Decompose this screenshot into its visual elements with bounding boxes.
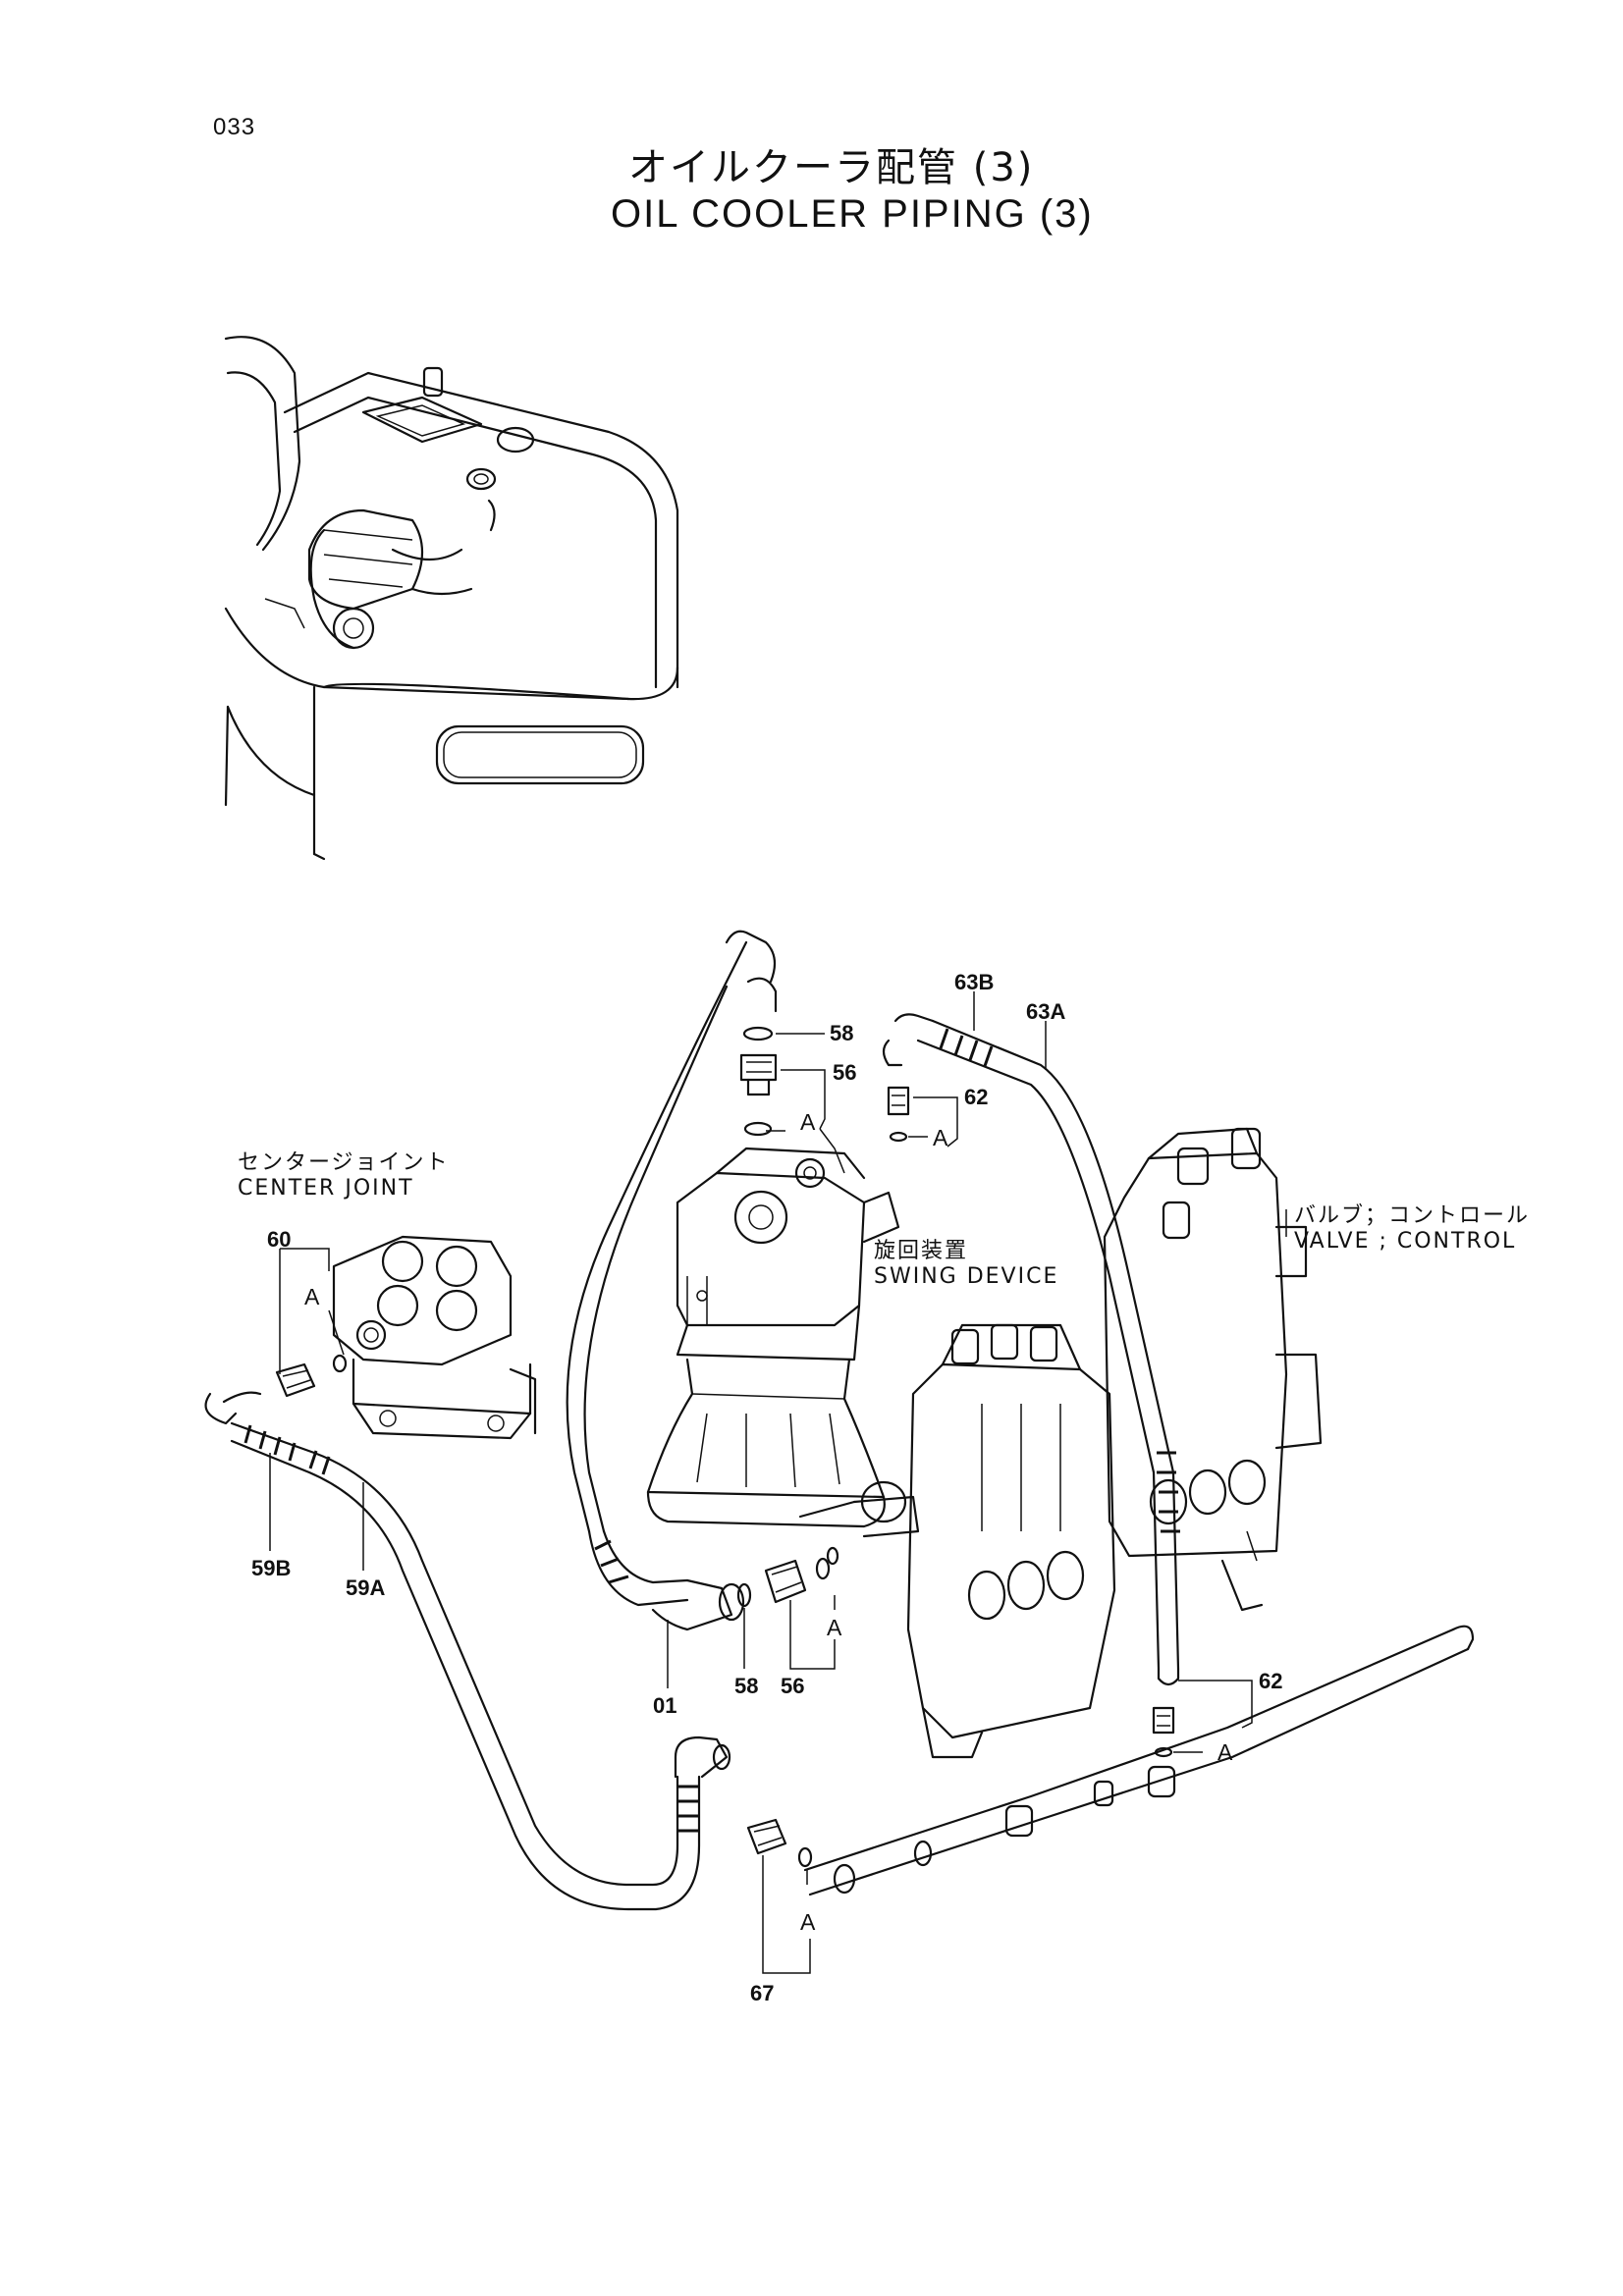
marker-a-67: A xyxy=(800,1909,816,1935)
callout-58-top: 58 xyxy=(830,1021,854,1045)
swing-device-label-jp: 旋回装置 xyxy=(874,1239,969,1263)
center-joint-drawing xyxy=(332,1235,537,1440)
page-title-english: OIL COOLER PIPING (3) xyxy=(611,192,1094,236)
control-valve-label-jp: バルブ；コントロール xyxy=(1294,1203,1531,1228)
callout-59B: 59B xyxy=(251,1556,292,1580)
callout-67: 67 xyxy=(750,1981,775,2005)
hose-63 xyxy=(882,1013,1180,1686)
fitting-60 xyxy=(275,1354,348,1398)
center-joint-label-en: CENTER JOINT xyxy=(238,1176,414,1201)
swing-device-drawing xyxy=(646,1147,900,1528)
callout-01: 01 xyxy=(653,1693,677,1718)
swing-device-label-en: SWING DEVICE xyxy=(874,1264,1059,1289)
fittings-bottom-56-58 xyxy=(736,1546,839,1608)
marker-a-swing-top: A xyxy=(800,1109,816,1135)
marker-a-62-bottom: A xyxy=(1217,1739,1233,1765)
page-number: 033 xyxy=(213,114,256,140)
callout-56-top: 56 xyxy=(833,1060,857,1085)
callout-60: 60 xyxy=(267,1227,292,1252)
control-valve-label-en: VALVE ; CONTROL xyxy=(1294,1229,1517,1254)
page-title-japanese: オイルクーラ配管 (3) xyxy=(628,145,1035,190)
fitting-67 xyxy=(746,1818,813,1868)
callout-63A: 63A xyxy=(1026,999,1066,1024)
callout-63B: 63B xyxy=(954,970,995,994)
control-valve-drawing xyxy=(798,1127,1323,1759)
callout-58-bottom: 58 xyxy=(734,1674,759,1698)
machine-overview-drawing xyxy=(224,336,679,861)
leader-lines xyxy=(269,991,1287,1974)
fittings-top-56-58 xyxy=(739,1026,778,1137)
return-pipe xyxy=(803,1625,1475,1896)
callout-56-bottom: 56 xyxy=(781,1674,805,1698)
callout-62-bottom: 62 xyxy=(1259,1669,1283,1693)
hose-59 xyxy=(204,1391,731,1911)
fittings-62 xyxy=(887,1086,1175,1758)
callout-59A: 59A xyxy=(346,1575,386,1600)
marker-a-swing-bottom: A xyxy=(827,1615,842,1640)
callout-62-top: 62 xyxy=(964,1085,989,1109)
marker-a-62-top: A xyxy=(933,1125,948,1150)
hose-01 xyxy=(566,930,778,1631)
marker-a-60: A xyxy=(304,1284,320,1309)
center-joint-label-jp: センタージョイント xyxy=(238,1150,450,1175)
